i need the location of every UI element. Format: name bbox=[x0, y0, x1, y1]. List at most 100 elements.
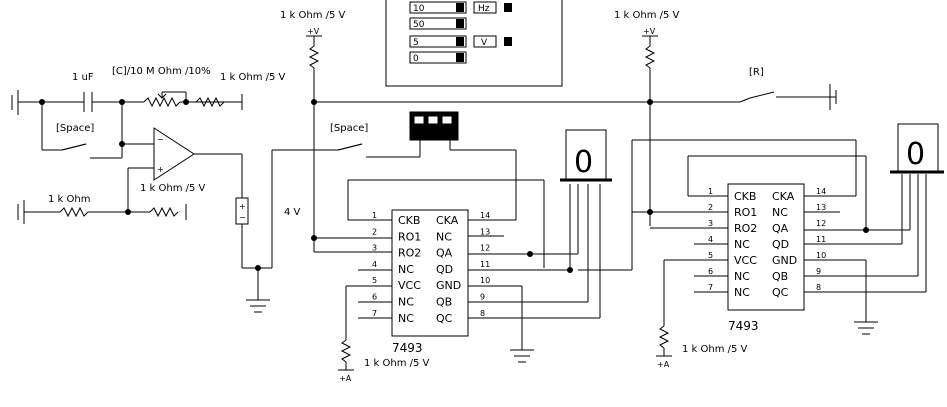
pot-pullup-label: 1 k Ohm /5 V bbox=[220, 72, 286, 83]
chip2-pin-name: RO1 bbox=[734, 206, 757, 219]
input-resistor-label: 1 k Ohm bbox=[48, 194, 90, 205]
vcc-left bbox=[306, 35, 322, 252]
chip2-pin-number: 5 bbox=[708, 251, 713, 260]
chip2-pin-name: QD bbox=[772, 238, 789, 251]
seven-segment-display-1 bbox=[560, 129, 612, 182]
chip2-pin-number: 9 bbox=[816, 267, 821, 276]
fg-unit-1[interactable]: Hz bbox=[478, 4, 490, 14]
chip2-pin-number: 1 bbox=[708, 187, 713, 196]
input-wires bbox=[11, 90, 517, 313]
space-switch-1-label: [Space] bbox=[56, 123, 94, 134]
vcc-left-symbol: +V bbox=[307, 27, 320, 36]
chip1-pin-name: NC bbox=[398, 263, 414, 276]
fg-field-1[interactable]: 10 bbox=[413, 4, 425, 14]
battery-minus-sign: − bbox=[239, 213, 246, 222]
oscilloscope[interactable] bbox=[409, 111, 459, 141]
chip2-pin-name: RO2 bbox=[734, 222, 757, 235]
chip1-pin-number: 7 bbox=[372, 309, 377, 318]
junctions bbox=[39, 99, 869, 273]
display-1-digit: 0 bbox=[574, 145, 593, 180]
space-switch-1[interactable] bbox=[61, 143, 87, 151]
fg-field-3[interactable]: 5 bbox=[413, 38, 419, 48]
chip2-pin-number: 4 bbox=[708, 235, 713, 244]
chip1-pin-name: QD bbox=[436, 263, 453, 276]
chip1-pin-number: 6 bbox=[372, 293, 377, 302]
chip2-pin-number: 2 bbox=[708, 203, 713, 212]
comparator-pullup-label: 1 k Ohm /5 V bbox=[140, 183, 206, 194]
chip1-pin-number: 12 bbox=[480, 244, 490, 253]
chip1-pin-number: 8 bbox=[480, 309, 485, 318]
chip2-pullup-label: 1 k Ohm /5 V bbox=[682, 344, 748, 355]
chip1-name: 7493 bbox=[392, 341, 423, 355]
space-switch-2[interactable] bbox=[337, 143, 363, 151]
chip2-pin-number: 13 bbox=[816, 203, 826, 212]
chip2-pullup-symbol: +A bbox=[657, 360, 670, 369]
chip1-pin-name: QC bbox=[436, 312, 453, 325]
battery-plus-sign: + bbox=[239, 202, 246, 211]
opamp-plus-sign: + bbox=[157, 165, 164, 174]
chip1-pin-name: NC bbox=[398, 296, 414, 309]
seven-segment-display-2 bbox=[890, 123, 944, 174]
potentiometer-label: [C]/10 M Ohm /10% bbox=[112, 66, 211, 77]
chip2-name: 7493 bbox=[728, 319, 759, 333]
chip1-pin-number: 4 bbox=[372, 260, 377, 269]
chip1-pin-name: QA bbox=[436, 247, 453, 260]
chip2-pin-number: 14 bbox=[816, 187, 826, 196]
chip2-pin-name: NC bbox=[734, 270, 750, 283]
chip1-pin-number: 3 bbox=[372, 244, 377, 253]
chip2-pin-number: 8 bbox=[816, 283, 821, 292]
function-generator-panel[interactable] bbox=[385, 0, 563, 87]
chip1-pin-name: CKA bbox=[436, 214, 459, 227]
chip1-pin-number: 2 bbox=[372, 227, 377, 236]
chip1-pin-number: 13 bbox=[480, 227, 490, 236]
chip2-pin-name: NC bbox=[734, 286, 750, 299]
fg-unit-3[interactable]: V bbox=[481, 38, 488, 48]
chip1-pin-number: 11 bbox=[480, 260, 490, 269]
fg-field-4[interactable]: 0 bbox=[413, 54, 419, 64]
chip1-pin-number: 9 bbox=[480, 293, 485, 302]
function-generator-fields bbox=[409, 1, 512, 64]
chip2-pin-number: 3 bbox=[708, 219, 713, 228]
chip1-pin-name: VCC bbox=[398, 279, 421, 292]
chip1-pullup-label: 1 k Ohm /5 V bbox=[364, 358, 430, 369]
chip2-pin-name: CKA bbox=[772, 190, 795, 203]
chip2-pin-number: 11 bbox=[816, 235, 826, 244]
fg-field-2[interactable]: 50 bbox=[413, 20, 425, 30]
chip2-pin-name: CKB bbox=[734, 190, 756, 203]
chip2-pin-name: NC bbox=[734, 238, 750, 251]
chip2-pin-number: 7 bbox=[708, 283, 713, 292]
chip1-pin-name: RO1 bbox=[398, 230, 421, 243]
chip1-pin-number: 5 bbox=[372, 276, 377, 285]
chip1-pin-name: GND bbox=[436, 279, 461, 292]
space-switch-2-label: [Space] bbox=[330, 123, 368, 134]
chip2-pin-name: QB bbox=[772, 270, 788, 283]
chip2-pin-number: 10 bbox=[816, 251, 826, 260]
chip2-pin-name: QC bbox=[772, 286, 789, 299]
chip2-wires bbox=[631, 139, 927, 357]
chip1-pin-name: NC bbox=[398, 312, 414, 325]
chip1-pin-name: NC bbox=[436, 230, 452, 243]
chip2-pin-name: QA bbox=[772, 222, 789, 235]
chip1-pin-number: 14 bbox=[480, 211, 490, 220]
chip1-pin-number: 1 bbox=[372, 211, 377, 220]
capacitor-label: 1 uF bbox=[72, 72, 94, 83]
reset-switch[interactable] bbox=[739, 97, 751, 103]
battery-label: 4 V bbox=[284, 207, 301, 218]
pullup-left-label: 1 k Ohm /5 V bbox=[280, 10, 346, 21]
vcc-right-symbol: +V bbox=[643, 27, 656, 36]
reset-bus bbox=[314, 84, 837, 110]
pullup-right-label: 1 k Ohm /5 V bbox=[614, 10, 680, 21]
chip2-pin-number: 6 bbox=[708, 267, 713, 276]
opamp-minus-sign: − bbox=[157, 135, 164, 144]
chip2-pin-name: NC bbox=[772, 206, 788, 219]
chip1-pin-name: RO2 bbox=[398, 247, 421, 260]
chip2-pin-name: GND bbox=[772, 254, 797, 267]
chip2-pin-number: 12 bbox=[816, 219, 826, 228]
chip2-pin-name: VCC bbox=[734, 254, 757, 267]
reset-switch-label: [R] bbox=[749, 67, 764, 78]
chip1-wires bbox=[314, 179, 650, 371]
vcc-right bbox=[642, 35, 658, 226]
